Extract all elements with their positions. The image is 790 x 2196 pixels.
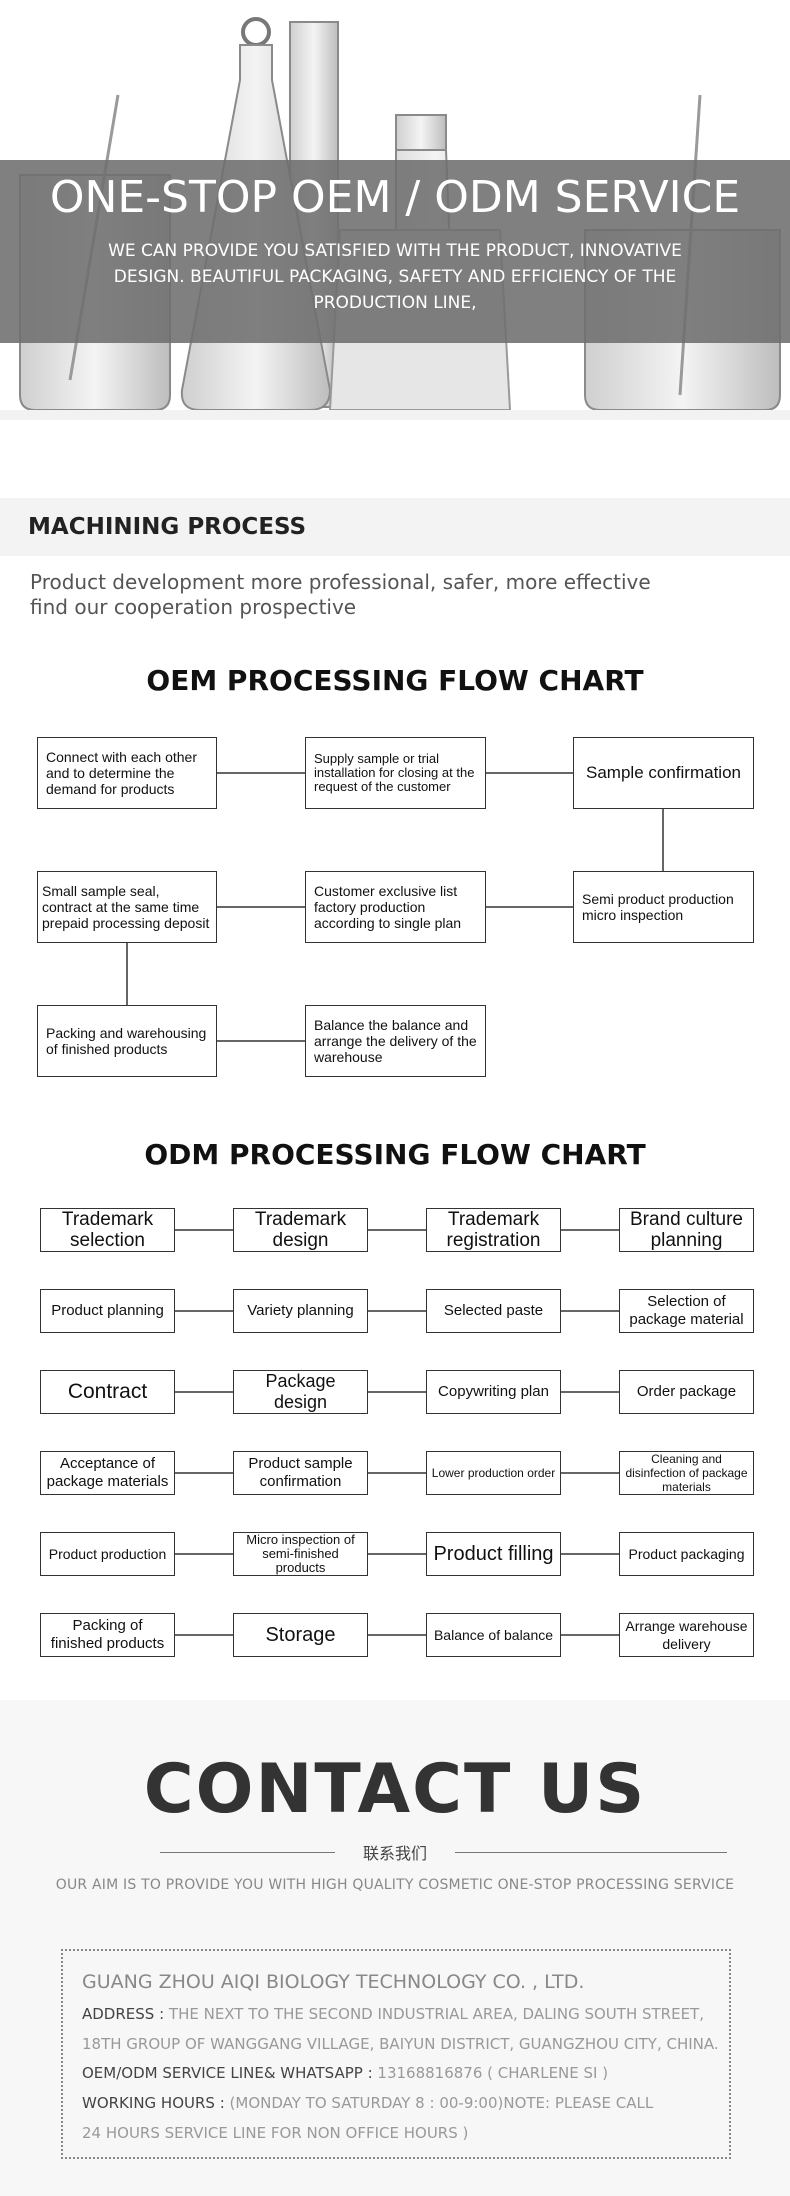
oem-step-4: Semi product production micro inspection — [573, 871, 754, 943]
odm-step-product-packaging: Product packaging — [619, 1532, 754, 1576]
contact-divider-right — [455, 1852, 727, 1853]
contact-title: CONTACT US — [143, 1750, 647, 1829]
odm-step-trademark-design: Trademark design — [233, 1208, 368, 1252]
odm-step-contract: Contract — [40, 1370, 175, 1414]
oem-step-3: Sample confirmation — [573, 737, 754, 809]
odm-step-trademark-selection: Trademark selection — [40, 1208, 175, 1252]
odm-step-product-production: Product production — [40, 1532, 175, 1576]
contact-aim-text: OUR AIM IS TO PROVIDE YOU WITH HIGH QUAL… — [55, 1877, 735, 1893]
hero-title: ONE-STOP OEM / ODM SERVICE — [49, 172, 741, 223]
odm-step-trademark-registration: Trademark registration — [426, 1208, 561, 1252]
oem-step-8: Balance the balance and arrange the deli… — [305, 1005, 486, 1077]
service-line[interactable]: OEM/ODM SERVICE LINE& WHATSAPP : 1316881… — [82, 2064, 608, 2082]
odm-step-variety-planning: Variety planning — [233, 1289, 368, 1333]
service-line-label: OEM/ODM SERVICE LINE& WHATSAPP : — [82, 2064, 373, 2082]
working-hours-line-2: 24 HOURS SERVICE LINE FOR NON OFFICE HOU… — [82, 2124, 469, 2142]
hero-banner: ONE-STOP OEM / ODM SERVICE WE CAN PROVID… — [0, 0, 790, 420]
odm-step-storage: Storage — [233, 1613, 368, 1657]
oem-step-2: Supply sample or trial installation for … — [305, 737, 486, 809]
odm-step-cleaning-and-disinfection: Cleaning and disinfection of package mat… — [619, 1451, 754, 1495]
address-line-1: ADDRESS : THE NEXT TO THE SECOND INDUSTR… — [82, 2005, 704, 2023]
working-hours-text-1: (MONDAY TO SATURDAY 8 : 00-9:00)NOTE: PL… — [224, 2094, 654, 2112]
odm-step-balance-of-balance: Balance of balance — [426, 1613, 561, 1657]
odm-step-micro-inspection: Micro inspection of semi-finished produc… — [233, 1532, 368, 1576]
odm-step-selected-paste: Selected paste — [426, 1289, 561, 1333]
machining-header-bar — [0, 498, 790, 556]
odm-step-product-planning: Product planning — [40, 1289, 175, 1333]
odm-step-copywriting-plan: Copywriting plan — [426, 1370, 561, 1414]
machining-title: MACHINING PROCESS — [28, 514, 307, 540]
contact-divider-left — [160, 1852, 335, 1853]
company-name: GUANG ZHOU AIQI BIOLOGY TECHNOLOGY CO. ,… — [82, 1971, 585, 1993]
odm-step-arrange-warehouse-delivery: Arrange warehouse delivery — [619, 1613, 754, 1657]
odm-step-product-filling: Product filling — [426, 1532, 561, 1576]
odm-step-brand-culture-planning: Brand culture planning — [619, 1208, 754, 1252]
address-text-1: THE NEXT TO THE SECOND INDUSTRIAL AREA, … — [164, 2005, 704, 2023]
machining-line-2: find our cooperation prospective — [30, 595, 357, 619]
machining-description: Product development more professional, s… — [30, 570, 730, 620]
service-line-number[interactable]: 13168816876 ( CHARLENE SI ) — [372, 2064, 609, 2082]
oem-step-5: Customer exclusive list factory producti… — [305, 871, 486, 943]
oem-chart-title: OEM PROCESSING FLOW CHART — [146, 664, 644, 697]
contact-info-box — [61, 1949, 731, 2159]
odm-step-selection-of-package-material: Selection of package material — [619, 1289, 754, 1333]
odm-step-package-design: Package design — [233, 1370, 368, 1414]
odm-step-lower-production-order: Lower production order — [426, 1451, 561, 1495]
oem-step-6: Small sample seal, contract at the same … — [37, 871, 217, 943]
odm-step-order-package: Order package — [619, 1370, 754, 1414]
odm-step-product-sample-confirmation: Product sample confirmation — [233, 1451, 368, 1495]
oem-step-1: Connect with each other and to determine… — [37, 737, 217, 809]
working-hours-label: WORKING HOURS : — [82, 2094, 225, 2112]
contact-chinese-subtitle: 联系我们 — [362, 1844, 427, 1863]
machining-line-1: Product development more professional, s… — [30, 570, 651, 594]
oem-step-7: Packing and warehousing of finished prod… — [37, 1005, 217, 1077]
odm-chart-title: ODM PROCESSING FLOW CHART — [144, 1138, 646, 1171]
contact-section — [0, 1700, 790, 2196]
odm-step-acceptance-of-package-materials: Acceptance of package materials — [40, 1451, 175, 1495]
odm-step-packing-of-finished-products: Packing of finished products — [40, 1613, 175, 1657]
hero-subtitle: WE CAN PROVIDE YOU SATISFIED WITH THE PR… — [108, 241, 682, 313]
odm-connectors — [175, 1229, 619, 1636]
address-label: ADDRESS : — [82, 2005, 165, 2023]
oem-connectors — [126, 772, 664, 1042]
hero-overlay-band — [0, 160, 790, 343]
address-line-2: 18TH GROUP OF WANGGANG VILLAGE, BAIYUN D… — [82, 2035, 719, 2053]
working-hours-line-1: WORKING HOURS : (MONDAY TO SATURDAY 8 : … — [82, 2094, 653, 2112]
